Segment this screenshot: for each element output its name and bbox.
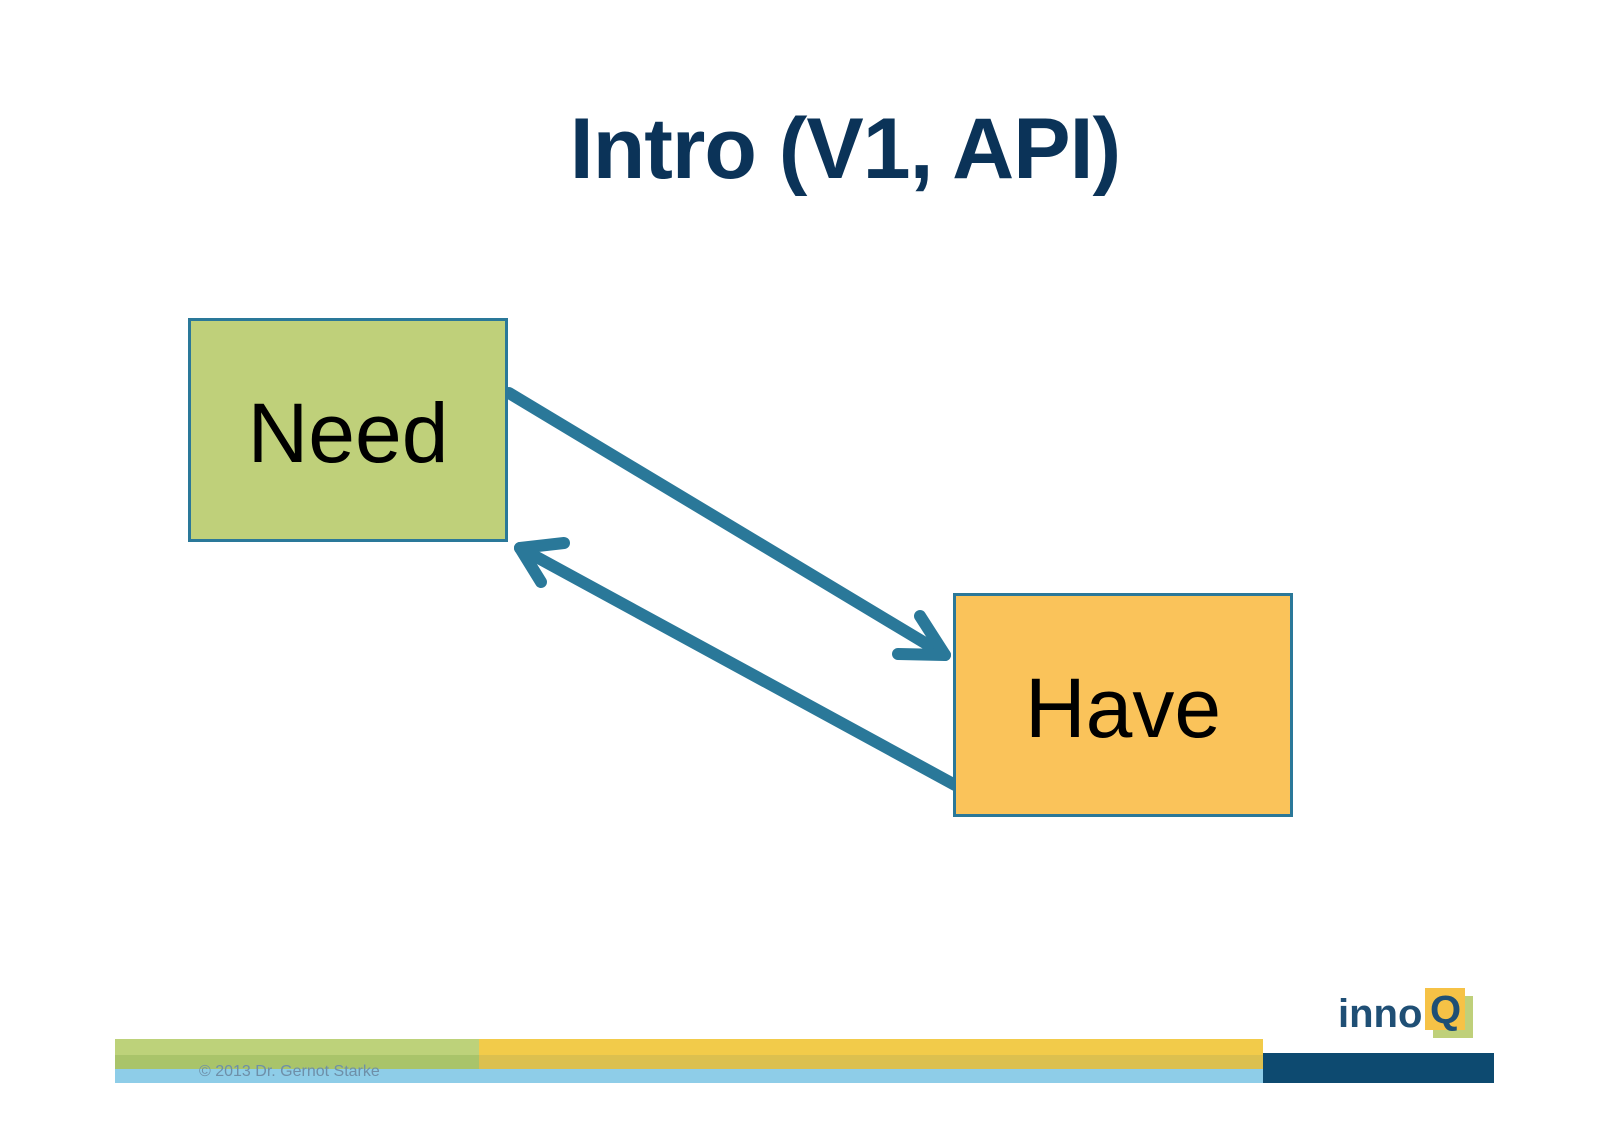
footer-bar-navy xyxy=(1263,1053,1494,1083)
footer-bar-green xyxy=(115,1039,479,1055)
footer-bar-yellow xyxy=(479,1039,1263,1055)
copyright-text: © 2013 Dr. Gernot Starke xyxy=(199,1063,380,1080)
arrow-need-to-have-head xyxy=(892,610,951,661)
slide-title: Intro (V1, API) xyxy=(569,101,1121,197)
logo-q-letter: Q xyxy=(1430,988,1462,1032)
footer-bar-green-lower xyxy=(115,1055,479,1069)
logo-q-yellow-square xyxy=(1425,988,1465,1030)
need-box: Need xyxy=(188,318,508,542)
arrow-need-to-have xyxy=(503,387,951,661)
logo-q-mark: Q xyxy=(1425,988,1475,1038)
have-box: Have xyxy=(953,593,1293,817)
footer-bar-blue xyxy=(115,1069,1263,1083)
logo-text: inno xyxy=(1338,992,1423,1036)
need-label: Need xyxy=(247,385,449,480)
have-label: Have xyxy=(1024,660,1222,755)
footer-bar-yellow-lower xyxy=(479,1055,1263,1069)
arrow-have-to-need-head xyxy=(514,537,570,588)
arrow-have-to-need xyxy=(514,542,961,791)
